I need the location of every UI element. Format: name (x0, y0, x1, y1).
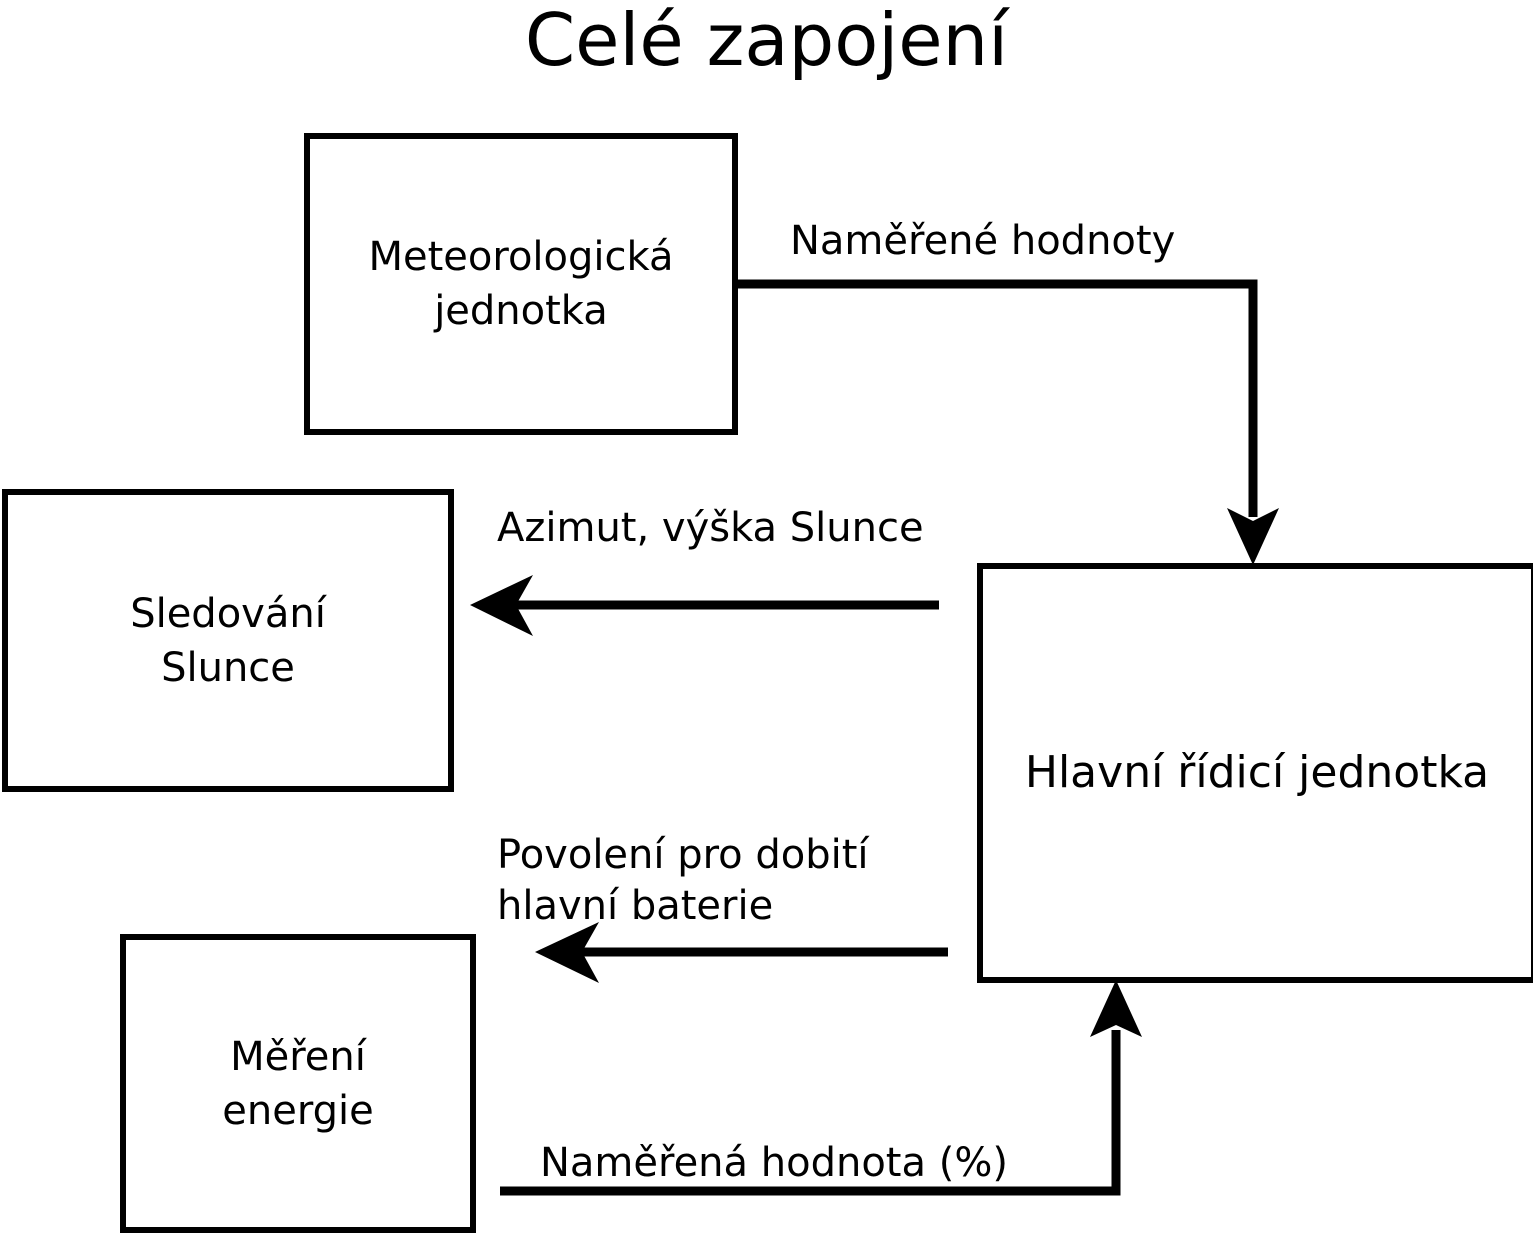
node-meteorological-unit[interactable]: Meteorologická jednotka (304, 133, 738, 435)
connector-azimuth-elevation (470, 575, 939, 636)
node-main-control-unit[interactable]: Hlavní řídicí jednotka (977, 563, 1533, 983)
edge-label-charge-permission: Povolení pro dobití hlavní baterie (497, 832, 869, 930)
node-energy-measurement-label: Měření energie (222, 1033, 374, 1134)
connector-charge-permission (535, 922, 948, 983)
edge-label-measured-percent: Naměřená hodnota (%) (540, 1140, 1008, 1186)
page-title: Celé zapojení (524, 0, 1009, 82)
connector-measured-values (738, 279, 1279, 565)
node-sun-tracking[interactable]: Sledování Slunce (2, 489, 454, 792)
node-main-control-unit-label: Hlavní řídicí jednotka (1024, 747, 1490, 799)
node-sun-tracking-label: Sledování Slunce (130, 590, 326, 691)
node-meteorological-unit-label: Meteorologická jednotka (368, 234, 674, 334)
node-energy-measurement[interactable]: Měření energie (120, 934, 476, 1233)
edge-label-measured-values: Naměřené hodnoty (790, 218, 1176, 264)
edge-label-azimuth-elevation: Azimut, výška Slunce (497, 505, 924, 551)
connector-measured-percent (500, 980, 1142, 1196)
